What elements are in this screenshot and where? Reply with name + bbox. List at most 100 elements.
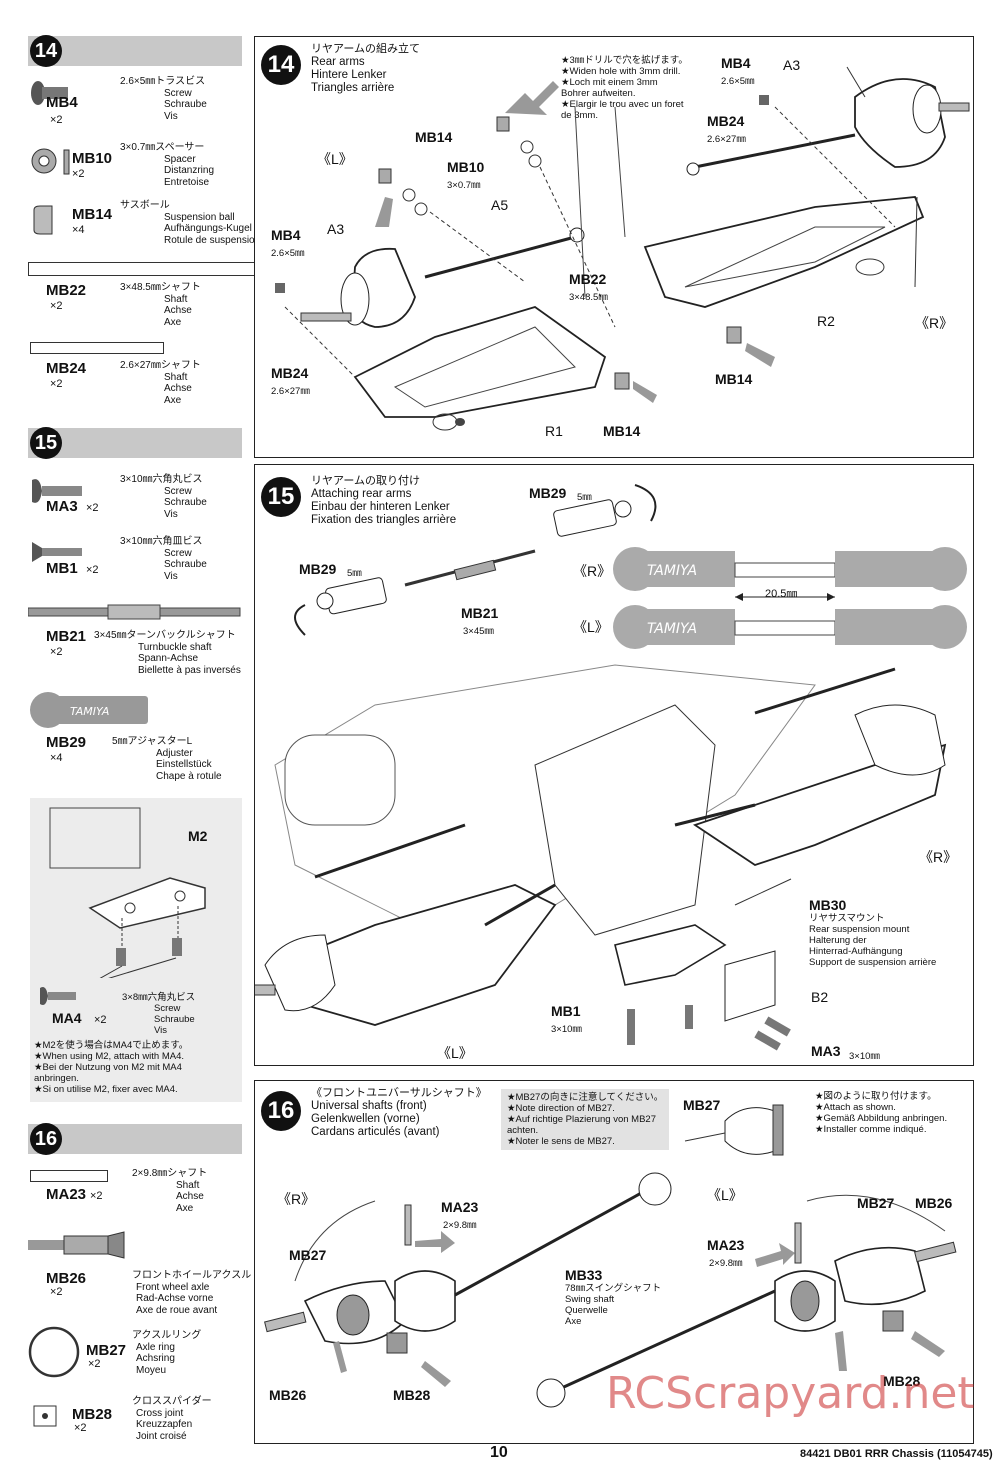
part-desc: 3×8㎜六角丸ビス Screw Schraube Vis — [122, 992, 196, 1036]
part-desc: フロントホイールアクスル Front wheel axle Rad-Achse … — [132, 1270, 252, 1316]
part-code: MB28 — [72, 1406, 113, 1423]
mb29-size-left: 5㎜ — [347, 568, 362, 579]
ma23-left-size: 2×9.8㎜ — [709, 1258, 743, 1269]
mb22-size: 3×48.5㎜ — [569, 292, 608, 303]
part-code: MB21 — [46, 628, 87, 645]
part-qty: ×2 — [50, 300, 63, 312]
mb29-size-top: 5㎜ — [577, 492, 592, 503]
part-qty: ×2 — [50, 378, 63, 390]
mb26-left-label: MB26 — [915, 1195, 953, 1211]
part-desc: 3×45㎜ターンバックルシャフト Turnbuckle shaft Spann-… — [94, 630, 241, 676]
a3-label: A3 — [327, 221, 345, 237]
mb14-label-2: MB14 — [603, 423, 641, 439]
mb4-right-label: MB4 — [721, 55, 751, 71]
part-mb10: MB10 ×2 3×0.7㎜スペーサー Spacer Distanzring E… — [28, 142, 242, 202]
right-side-label: 《R》 — [915, 315, 954, 331]
mb4-label: MB4 — [271, 227, 301, 243]
mb14-label: MB14 — [415, 129, 453, 145]
step-15-header-bar — [28, 428, 242, 458]
drill-note: ★3㎜ドリルで穴を拡げます。 ★Widen hole with 3mm dril… — [561, 55, 688, 121]
part-code: MB29 — [46, 734, 87, 751]
adjuster-icon: TAMIYA — [30, 692, 148, 728]
right-side-label: 《R》 — [919, 849, 958, 865]
mb21-size: 3×45㎜ — [463, 626, 494, 637]
part-mb21: MB21 ×2 3×45㎜ターンバックルシャフト Turnbuckle shaf… — [28, 604, 242, 676]
truss-screw-icon — [31, 81, 68, 105]
part-qty: ×2 — [86, 502, 99, 514]
mb4-right-size: 2.6×5㎜ — [721, 76, 755, 87]
part-code: MB27 — [86, 1342, 127, 1359]
left-side-label: 《L》 — [437, 1045, 473, 1061]
b2-label: B2 — [811, 989, 829, 1005]
mb27-left-label: MB27 — [857, 1195, 895, 1211]
m2-note: ★M2を使う場合はMA4で止めます。 ★When using M2, attac… — [34, 1040, 189, 1095]
part-code: MB26 — [46, 1270, 87, 1287]
part-ma3: MA3 ×2 3×10㎜六角丸ビス Screw Schraube Vis — [28, 474, 242, 534]
right-side-label: 《R》 — [277, 1191, 316, 1207]
part-qty: ×2 — [88, 1358, 101, 1370]
axle-ring-icon — [28, 1326, 80, 1378]
attach-note: ★図のように取り付けます。 ★Attach as shown. ★Gemäß A… — [815, 1091, 948, 1135]
m2-label: M2 — [188, 828, 208, 844]
part-qty: ×2 — [90, 1190, 103, 1202]
part-mb24: MB24 ×2 2.6×27㎜シャフト Shaft Achse Axe — [28, 342, 242, 408]
step-14-header-bar — [28, 36, 242, 66]
rear-arm-assembly-diagram — [275, 66, 970, 431]
r1-label: R1 — [545, 423, 563, 439]
a3-right-label: A3 — [783, 57, 801, 73]
part-code: MB4 — [46, 94, 78, 111]
part-desc: 3×0.7㎜スペーサー Spacer Distanzring Entretois… — [120, 142, 215, 188]
mb29-label-left: MB29 — [299, 561, 337, 577]
page-number: 10 — [490, 1444, 508, 1461]
step-16-title: 《フロントユニバーサルシャフト》 Universal shafts (front… — [311, 1087, 487, 1138]
part-desc: 5㎜アジャスターL Adjuster Einstellstück Chape à… — [112, 736, 222, 782]
wheel-axle-icon — [28, 1231, 125, 1259]
ma23-size: 2×9.8㎜ — [443, 1220, 477, 1231]
m2-inset: M2 MA4 ×2 3×8㎜六角丸ビス Screw Schraube Vis ★… — [30, 798, 242, 1102]
ma3-label: MA3 — [811, 1043, 841, 1059]
l-adjuster-label: 《L》 — [573, 619, 609, 635]
universal-shaft-diagram — [264, 1104, 957, 1408]
r2-label: R2 — [817, 313, 835, 329]
part-code: MA3 — [46, 498, 78, 515]
mb24-label: MB24 — [271, 365, 309, 381]
part-qty: ×2 — [74, 1422, 87, 1434]
step-14-number: 14 — [30, 35, 62, 67]
part-qty: ×2 — [86, 564, 99, 576]
part-desc: 2×9.8㎜シャフト Shaft Achse Axe — [132, 1168, 208, 1214]
shaft-icon — [30, 342, 164, 354]
part-code: MB14 — [72, 206, 113, 223]
countersunk-screw-icon — [32, 542, 82, 562]
mb4-size: 2.6×5㎜ — [271, 248, 305, 259]
r-adjuster-label: 《R》 — [573, 563, 612, 579]
part-code: MA4 — [52, 1010, 82, 1026]
ma23-label: MA23 — [441, 1199, 479, 1215]
shaft-icon — [30, 1170, 108, 1182]
ma23-left-label: MA23 — [707, 1237, 745, 1253]
part-code: MA23 — [46, 1186, 87, 1203]
part-desc: サスボール Suspension ball Aufhängungs-Kugel … — [120, 200, 261, 246]
mb33-callout: MB33 78㎜スイングシャフト Swing shaft Querwelle A… — [565, 1267, 662, 1327]
mb28-left-label: MB28 — [883, 1373, 921, 1389]
m2-diagram — [49, 807, 206, 978]
mb21-label: MB21 — [461, 605, 499, 621]
cross-joint-icon — [33, 1405, 57, 1427]
part-qty: ×2 — [50, 1286, 63, 1298]
tamiya-logo-l: TAMIYA — [647, 621, 697, 637]
mb29-label-top: MB29 — [529, 485, 567, 501]
mb26-label: MB26 — [269, 1387, 307, 1403]
part-mb1: MB1 ×2 3×10㎜六角皿ビス Screw Schraube Vis — [28, 536, 242, 596]
mb10-label: MB10 — [447, 159, 485, 175]
step-16-number: 16 — [30, 1123, 62, 1155]
step-15-badge: 15 — [261, 477, 301, 517]
step-16-panel: 16 《フロントユニバーサルシャフト》 Universal shafts (fr… — [254, 1080, 974, 1444]
part-mb27: MB27 ×2 アクスルリング Axle ring Achsring Moyeu — [28, 1324, 242, 1386]
step-15-panel: 15 リヤアームの取り付け Attaching rear arms Einbau… — [254, 464, 974, 1066]
mb22-label: MB22 — [569, 271, 607, 287]
watermark: RCScrapyard.net — [606, 1368, 975, 1419]
part-desc: 3×48.5㎜シャフト Shaft Achse Axe — [120, 282, 201, 328]
part-desc: 3×10㎜六角皿ビス Screw Schraube Vis — [120, 536, 207, 582]
part-code: MB24 — [46, 360, 87, 377]
mb1-label: MB1 — [551, 1003, 581, 1019]
step-15-number: 15 — [30, 427, 62, 459]
